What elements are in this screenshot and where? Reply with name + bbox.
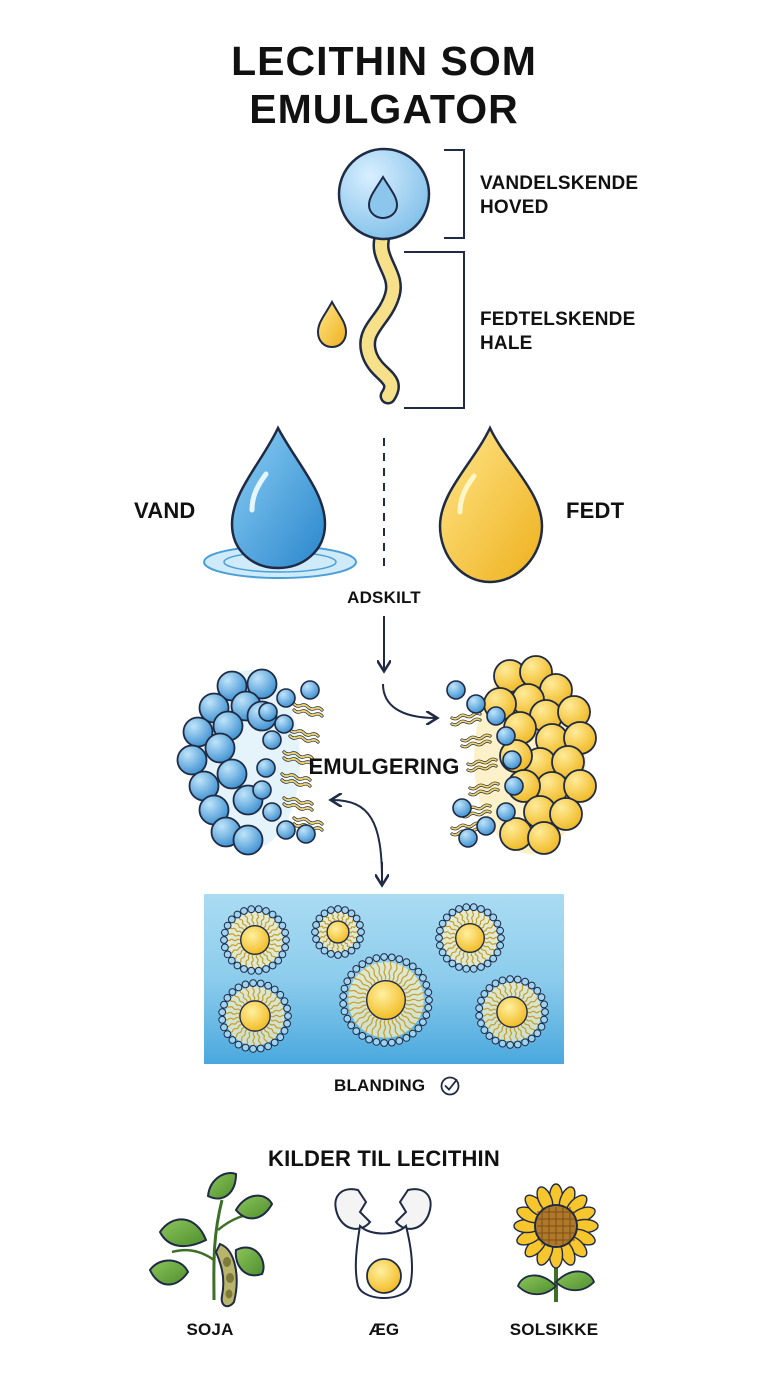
tail-label-line-2: HALE xyxy=(480,333,533,354)
head-bracket xyxy=(444,149,465,239)
mixture-label: BLANDING xyxy=(334,1076,426,1095)
lecithin-molecule xyxy=(316,147,465,409)
page-title-line-2: EMULGATOR xyxy=(249,86,519,132)
fat-drop-icon xyxy=(316,299,348,349)
fat-drop xyxy=(438,425,544,584)
water-drop-icon xyxy=(367,175,399,220)
page-title-line-1: LECITHIN SOM xyxy=(231,38,537,84)
arrow-curve-right xyxy=(382,683,436,718)
water-cluster xyxy=(176,668,324,856)
head-label-line-2: HOVED xyxy=(480,197,549,218)
fat-cluster xyxy=(446,655,597,855)
sunflower-icon xyxy=(513,1183,599,1302)
source-label-sunflower: SOLSIKKE xyxy=(509,1320,599,1339)
check-circle-icon xyxy=(440,1076,460,1096)
arrow-curve-left xyxy=(332,800,383,881)
micelle-group xyxy=(218,903,549,1053)
soy-plant-icon xyxy=(148,1172,274,1308)
tail-bracket xyxy=(404,251,465,409)
egg-yolk xyxy=(366,1258,402,1294)
head-label-line-1: VANDELSKENDE xyxy=(480,173,639,194)
tail-label-line-1: FEDTELSKENDE xyxy=(480,309,636,330)
source-label-soy: SOJA xyxy=(186,1320,234,1339)
sources-heading: KILDER TIL LECITHIN xyxy=(268,1146,500,1171)
separation-section xyxy=(203,425,544,884)
water-drop xyxy=(230,425,327,570)
fat-label: FEDT xyxy=(566,498,625,523)
water-label: VAND xyxy=(134,498,196,523)
source-label-egg: ÆG xyxy=(368,1320,400,1339)
separated-label: ADSKILT xyxy=(347,588,421,607)
emulsification-label: EMULGERING xyxy=(308,754,460,779)
cracked-egg-icon xyxy=(334,1188,432,1299)
soy-pod xyxy=(214,1242,238,1308)
